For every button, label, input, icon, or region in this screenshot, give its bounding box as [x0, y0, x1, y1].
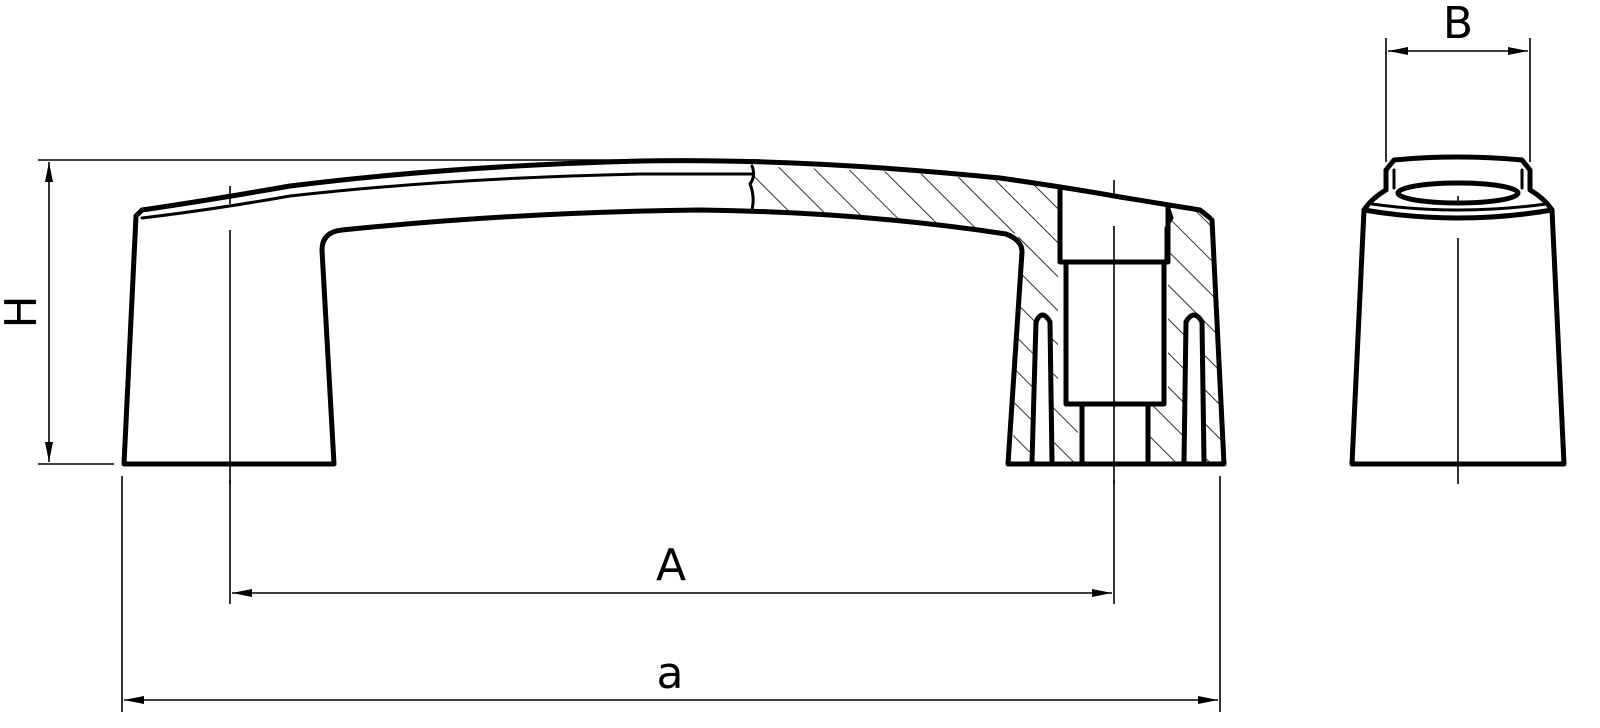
pitch-label: A — [656, 540, 686, 591]
width-label: B — [1443, 0, 1473, 49]
section-break-line — [748, 164, 756, 212]
left-slot — [1029, 312, 1055, 465]
handle-top-outline — [133, 158, 1213, 221]
grip-rib-line — [140, 172, 754, 220]
section-hatch-top — [752, 166, 1058, 243]
left-leg-outer — [121, 207, 1227, 467]
height-label: H — [0, 295, 47, 328]
dimension-B: B — [1385, 0, 1531, 162]
dimension-a: a — [121, 476, 1221, 712]
end-view-shoulder — [1361, 154, 1555, 213]
side-view — [121, 158, 1227, 484]
end-view — [1349, 154, 1567, 484]
dimension-A: A — [229, 480, 1115, 604]
right-slot — [1181, 312, 1207, 465]
dimension-H: H — [0, 159, 760, 465]
overall-length-label: a — [657, 648, 684, 699]
insert-outline — [1063, 259, 1167, 407]
